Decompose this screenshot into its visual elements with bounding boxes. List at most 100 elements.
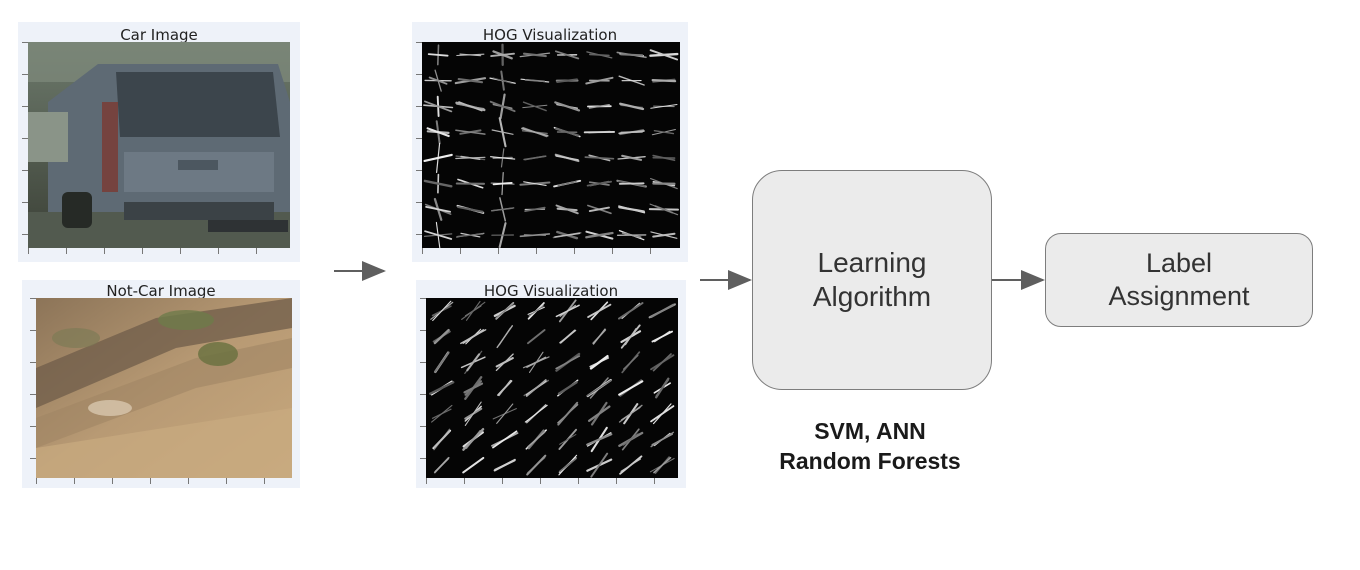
hog-gradient-stroke — [528, 351, 544, 373]
hog-gradient-stroke — [620, 53, 644, 57]
hog-gradient-stroke — [463, 382, 484, 394]
hog-gradient-stroke — [620, 458, 642, 472]
hog-gradient-stroke — [588, 206, 610, 213]
hog-gradient-stroke — [426, 127, 450, 138]
hog-gradient-stroke — [590, 452, 609, 478]
hog-gradient-stroke — [619, 102, 645, 111]
hog-gradient-stroke — [492, 430, 518, 449]
hog-gradient-stroke — [457, 205, 484, 213]
hog-gradient-stroke — [491, 129, 514, 135]
hog-gradient-stroke — [496, 325, 514, 349]
notcar-hog-visualization — [426, 298, 678, 478]
hog-gradient-stroke — [584, 156, 615, 160]
hog-gradient-stroke — [523, 181, 547, 186]
arrow-mask — [326, 256, 386, 286]
hog-gradient-stroke — [459, 53, 482, 57]
notcar-image — [36, 298, 292, 478]
hog-gradient-stroke — [458, 101, 483, 112]
hog-gradient-stroke — [495, 353, 514, 372]
hog-gradient-stroke — [556, 355, 579, 369]
hog-gradient-stroke — [496, 403, 514, 424]
hog-gradient-stroke — [559, 329, 576, 344]
hog-gradient-stroke — [651, 433, 674, 446]
learning-algorithm-node: Learning Algorithm — [752, 170, 992, 390]
car-image-y-ticks — [22, 42, 28, 248]
car-hog-panel: HOG Visualization — [412, 22, 688, 262]
hog-gradient-stroke — [427, 53, 449, 57]
hog-gradient-stroke — [618, 206, 645, 213]
hog-gradient-stroke — [622, 433, 639, 446]
hog-gradient-stroke — [490, 52, 515, 58]
car-hog-visualization — [422, 42, 680, 248]
notcar-image-title: Not-Car Image — [106, 282, 216, 300]
hog-gradient-stroke — [559, 458, 577, 473]
hog-gradient-stroke — [495, 303, 514, 319]
hog-gradient-stroke — [652, 154, 676, 162]
hog-gradient-stroke — [618, 130, 645, 135]
learning-algorithm-line-2: Algorithm — [812, 281, 932, 312]
hog-gradient-stroke — [652, 403, 672, 425]
hog-gradient-stroke — [524, 79, 546, 83]
hog-gradient-stroke — [432, 300, 452, 322]
hog-gradient-stroke — [621, 154, 643, 161]
notcar-image-panel: Not-Car Image — [22, 280, 300, 488]
car-image-x-ticks — [28, 248, 290, 254]
label-assignment-line-1: Label — [1145, 248, 1213, 278]
hog-gradient-stroke — [555, 204, 579, 215]
hog-gradient-stroke — [650, 104, 678, 109]
hog-gradient-stroke — [457, 233, 484, 238]
hog-gradient-stroke — [592, 328, 606, 345]
hog-gradient-stroke — [557, 401, 579, 426]
hog-gradient-stroke — [586, 433, 613, 446]
hog-gradient-stroke — [620, 324, 641, 349]
hog-gradient-stroke — [622, 354, 639, 370]
hog-gradient-stroke — [521, 127, 549, 137]
hog-gradient-stroke — [455, 129, 486, 135]
hog-gradient-stroke — [433, 328, 450, 345]
hog-gradient-stroke — [519, 233, 551, 238]
notcar-hog-x-ticks — [426, 478, 678, 484]
hog-gradient-stroke — [649, 203, 679, 216]
hog-gradient-stroke — [492, 77, 513, 84]
hog-gradient-stroke — [528, 305, 545, 317]
hog-gradient-stroke — [423, 153, 453, 163]
hog-gradient-stroke — [423, 179, 453, 188]
hog-gradient-stroke — [493, 458, 516, 472]
hog-gradient-stroke — [620, 406, 641, 421]
hog-gradient-stroke — [455, 156, 486, 160]
hog-gradient-stroke — [522, 52, 547, 58]
algorithms-caption: SVM, ANN Random Forests — [740, 416, 1000, 476]
hog-gradient-stroke — [524, 404, 548, 423]
hog-gradient-stroke — [433, 430, 451, 449]
hog-gradient-stroke — [555, 304, 580, 318]
hog-gradient-stroke — [462, 456, 485, 474]
hog-gradient-stroke — [655, 377, 670, 399]
notcar-image-x-ticks — [36, 478, 292, 484]
hog-gradient-stroke — [466, 353, 481, 372]
hog-gradient-stroke — [492, 207, 514, 212]
notcar-hog-title: HOG Visualization — [483, 282, 619, 300]
hog-gradient-stroke — [526, 454, 547, 476]
hog-gradient-stroke — [524, 206, 546, 213]
label-assignment-node: Label Assignment — [1045, 233, 1313, 327]
notcar-hog-panel: HOG Visualization — [416, 280, 686, 488]
algorithms-line-1: SVM, ANN — [814, 418, 926, 444]
car-hog-title: HOG Visualization — [482, 26, 618, 44]
hog-gradient-stroke — [587, 405, 611, 422]
hog-gradient-stroke — [523, 155, 547, 161]
hog-gradient-stroke — [651, 78, 677, 83]
car-image — [28, 42, 290, 248]
hog-gradient-stroke — [457, 78, 484, 84]
hog-gradient-stroke — [433, 351, 450, 373]
hog-gradient-stroke — [428, 76, 448, 85]
hog-gradient-stroke — [490, 156, 516, 160]
hog-gradient-stroke — [489, 100, 516, 113]
hog-gradient-stroke — [650, 231, 678, 239]
car-image-panel: Car Image — [18, 22, 300, 262]
hog-gradient-stroke — [586, 379, 612, 397]
hog-gradient-stroke — [464, 401, 482, 426]
hog-gradient-stroke — [585, 76, 614, 85]
hog-gradient-stroke — [653, 129, 675, 135]
hog-gradient-stroke — [554, 50, 580, 60]
hog-gradient-stroke — [528, 330, 545, 344]
